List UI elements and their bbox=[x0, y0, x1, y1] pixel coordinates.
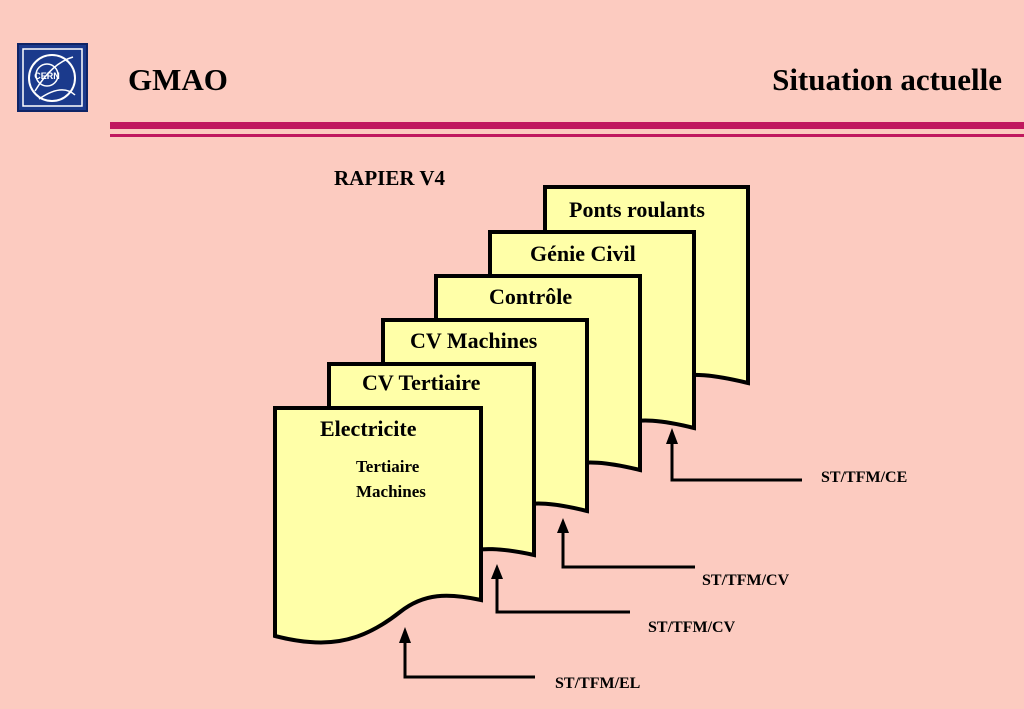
arrow-st-tfm-ce-line bbox=[670, 440, 802, 482]
document-label-ponts-roulants: Ponts roulants bbox=[569, 197, 705, 222]
document-label-cv-tertiaire: CV Tertiaire bbox=[362, 370, 481, 395]
document-electricite bbox=[273, 406, 483, 645]
arrow-st-tfm-cv-2-head bbox=[491, 564, 503, 579]
arrow-connectors bbox=[403, 440, 802, 679]
cern-logo-text: CERN bbox=[34, 71, 60, 81]
arrow-st-tfm-el-line bbox=[403, 640, 535, 679]
document-label-genie-civil: Génie Civil bbox=[530, 241, 636, 266]
document-label-electricite: Electricite bbox=[320, 416, 417, 441]
page-subtitle: Situation actuelle bbox=[772, 62, 1002, 97]
cern-logo: CERN bbox=[17, 43, 88, 112]
arrow-st-tfm-cv-2-line bbox=[495, 576, 630, 614]
electricite-item-tertiaire: Tertiaire bbox=[356, 457, 420, 476]
electricite-item-machines: Machines bbox=[356, 482, 426, 501]
arrow-st-tfm-ce-head bbox=[666, 428, 678, 444]
document-label-cv-machines: CV Machines bbox=[410, 328, 538, 353]
document-label-controle: Contrôle bbox=[489, 284, 573, 309]
arrow-st-tfm-el-head bbox=[399, 627, 411, 643]
header-rule-thick bbox=[110, 122, 1024, 129]
header-rule-thin bbox=[110, 134, 1024, 137]
arrow-label-st-tfm-el: ST/TFM/EL bbox=[555, 675, 641, 692]
arrow-label-st-tfm-ce: ST/TFM/CE bbox=[821, 469, 908, 486]
diagram-caption: RAPIER V4 bbox=[334, 166, 446, 190]
arrow-label-st-tfm-cv-1: ST/TFM/CV bbox=[702, 572, 790, 589]
page-title: GMAO bbox=[128, 62, 228, 97]
arrow-label-st-tfm-cv-2: ST/TFM/CV bbox=[648, 619, 736, 636]
arrow-st-tfm-cv-1-line bbox=[561, 529, 695, 569]
arrow-st-tfm-cv-1-head bbox=[557, 518, 569, 533]
